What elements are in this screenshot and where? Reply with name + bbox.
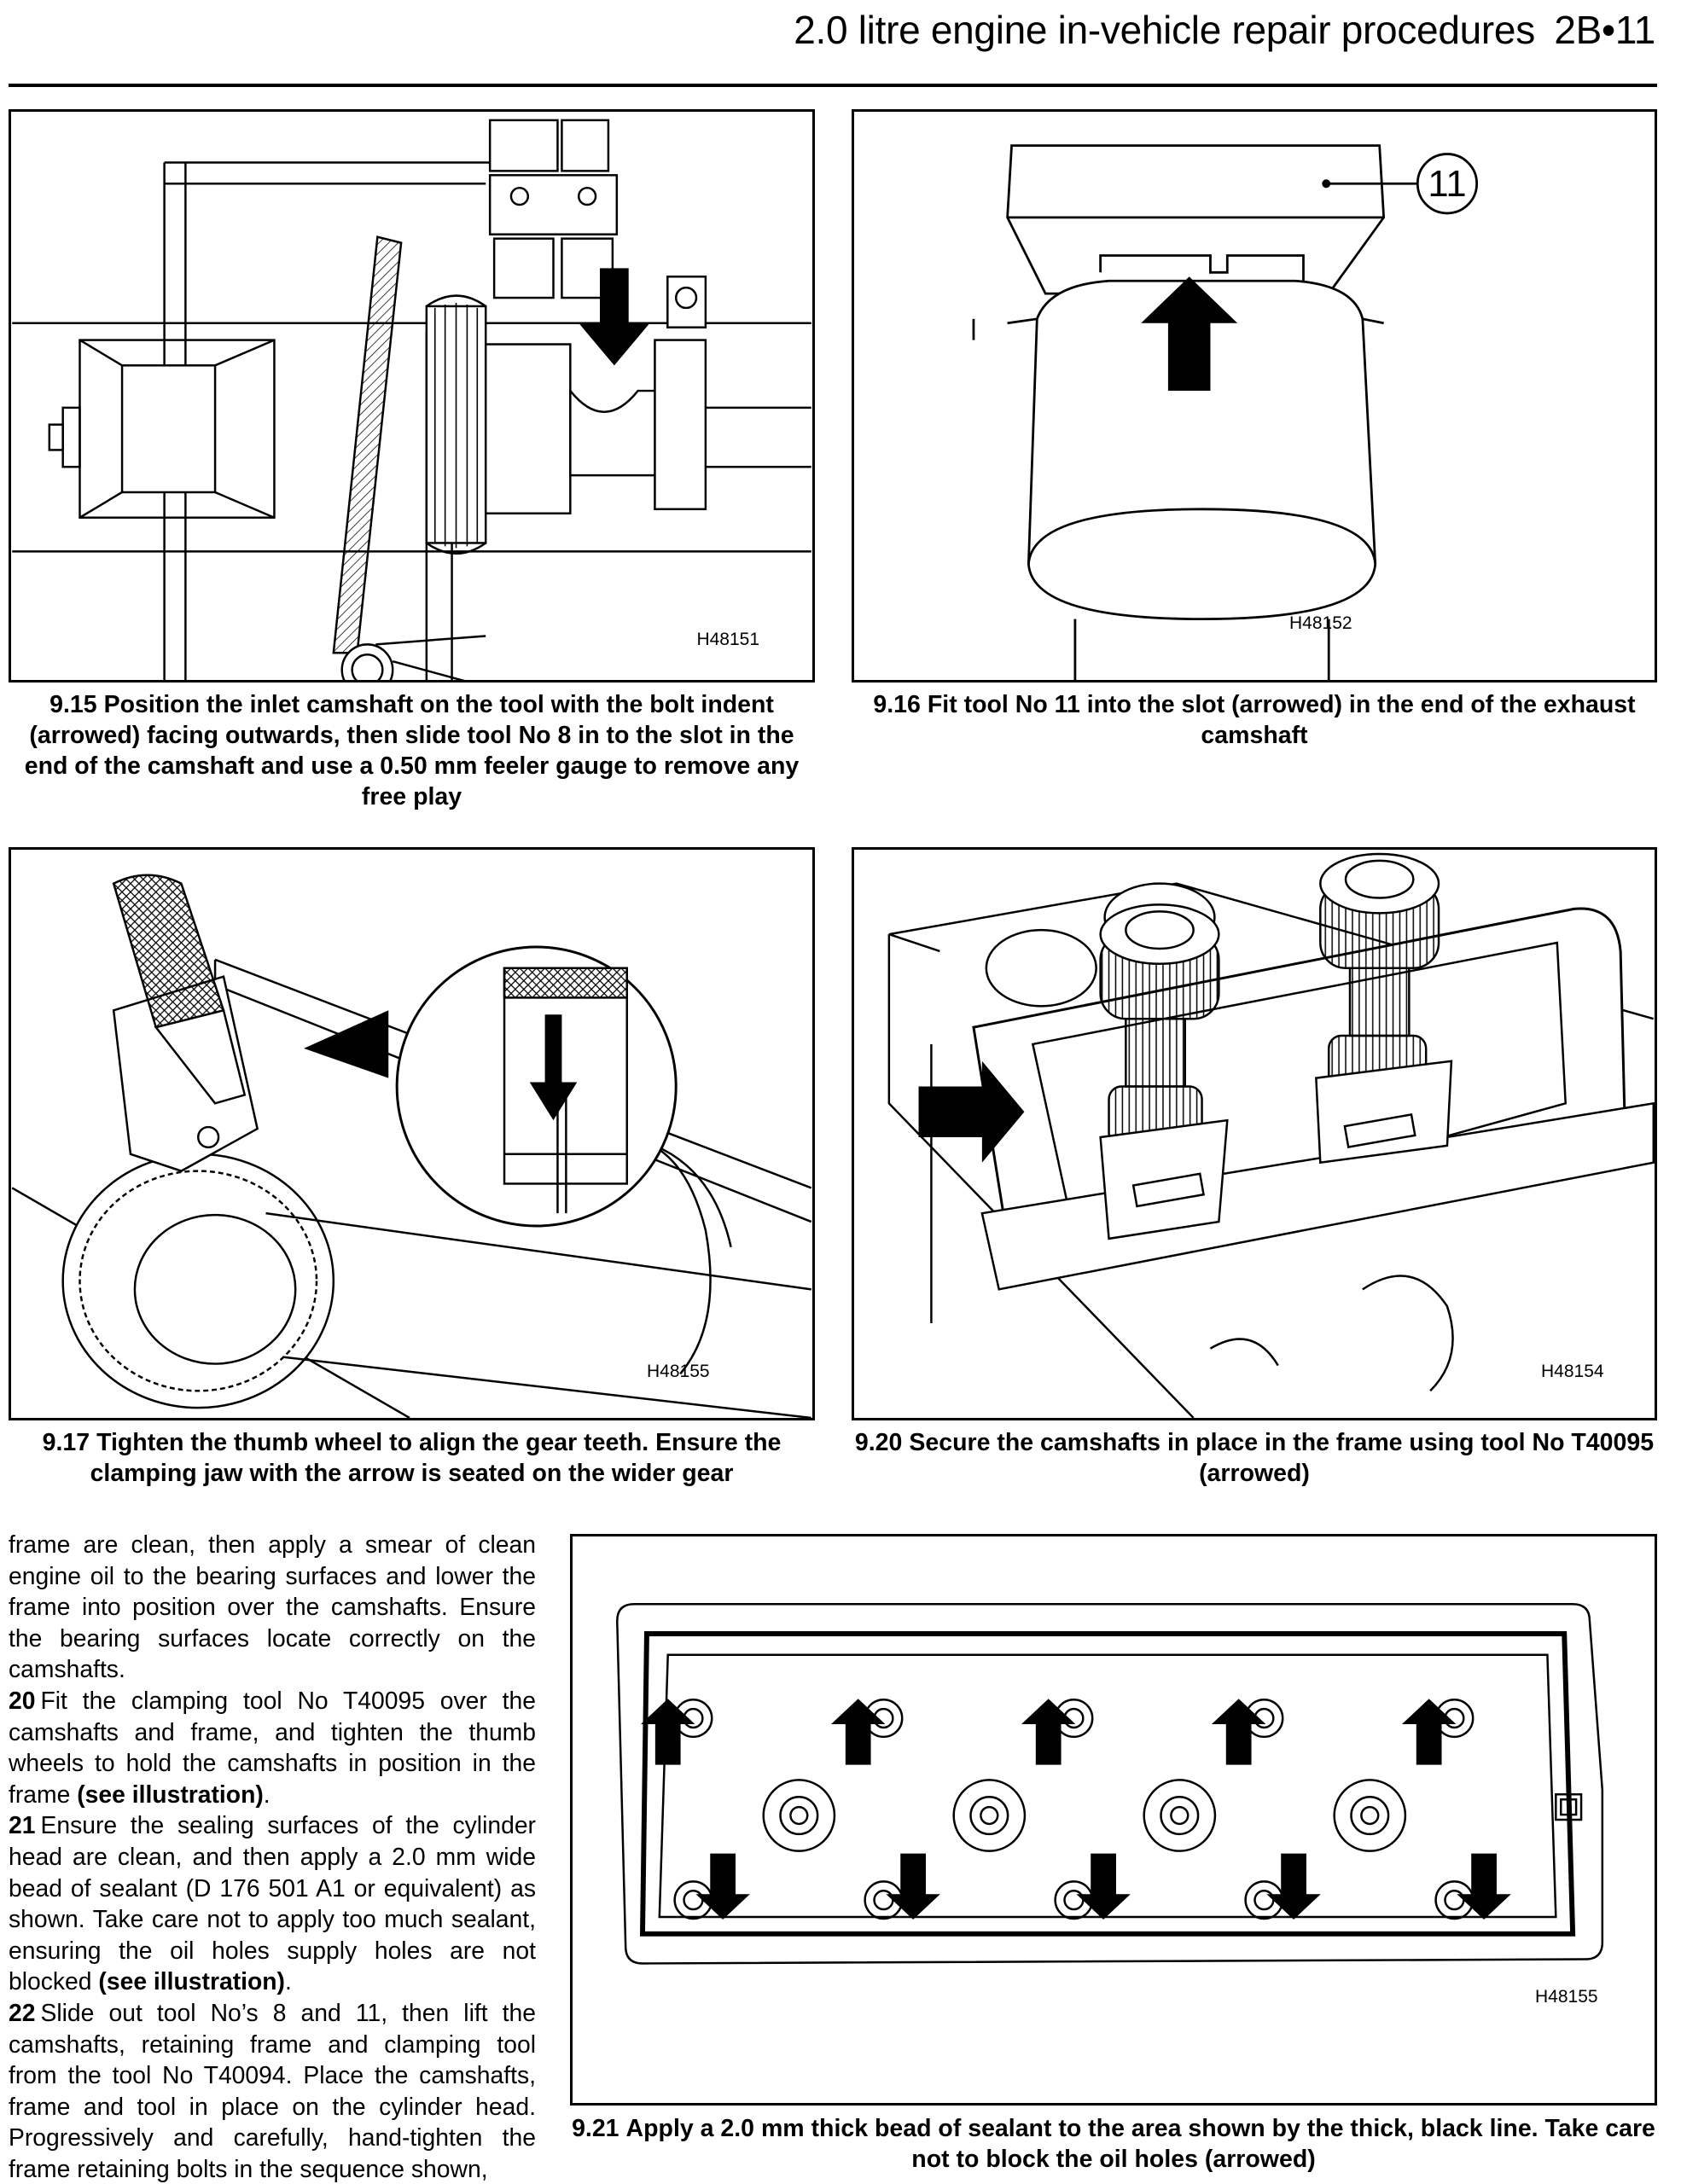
caption-number: 9.15 [49, 691, 97, 718]
callout-number: 11 [1428, 164, 1466, 205]
caption-text: Secure the camshafts in place in the fra… [909, 1429, 1655, 1487]
caption-text: Fit tool No 11 into the slot (arrowed) i… [927, 691, 1636, 749]
illustration-ref: (see illustration) [77, 1780, 264, 1808]
caption-number: 9.20 [854, 1429, 903, 1456]
caption-text: Tighten the thumb wheel to align the gea… [90, 1429, 782, 1487]
figure-9-21: H48155 [570, 1534, 1657, 2106]
step-number: 21 [9, 1811, 36, 1839]
thumb-wheel-illustration [11, 874, 812, 1418]
sealant-diagram [616, 1603, 1604, 1965]
header-title: 2.0 litre engine in-vehicle repair proce… [794, 8, 1535, 52]
step-number: 20 [9, 1686, 36, 1714]
inlet-camshaft-illustration [12, 119, 811, 680]
figure-id: H48154 [1541, 1362, 1604, 1381]
page-header: 2.0 litre engine in-vehicle repair proce… [794, 7, 1655, 53]
step-text: Ensure the sealing surfaces of the cylin… [9, 1811, 536, 1995]
caption-text: Apply a 2.0 mm thick bead of sealant to … [625, 2115, 1655, 2173]
caption-text: Position the inlet camshaft on the tool … [24, 691, 800, 810]
step-text: Slide out tool No’s 8 and 11, then lift … [9, 1998, 536, 2182]
step-number: 22 [9, 1998, 36, 2026]
paragraph-intro: frame are clean, then apply a smear of c… [9, 1531, 536, 1683]
figure-9-15: H48151 [9, 109, 815, 682]
header-rule [9, 84, 1657, 87]
body-text: frame are clean, then apply a smear of c… [9, 1529, 536, 2184]
figure-id: H48155 [1535, 1987, 1598, 2007]
figure-9-16: 11 H48152 [852, 109, 1657, 682]
clamping-tool-illustration [887, 852, 1655, 1418]
figure-id: H48151 [696, 630, 759, 649]
illustration-ref: (see illustration) [98, 1967, 285, 1995]
caption-number: 9.21 [572, 2115, 619, 2142]
caption-number: 9.16 [873, 691, 921, 718]
page-number: 2B•11 [1554, 8, 1655, 52]
figure-id: H48152 [1289, 613, 1352, 633]
bearing-positions [673, 1699, 1583, 1920]
exhaust-camshaft-illustration: 11 [972, 144, 1479, 680]
figure-id: H48155 [647, 1362, 710, 1381]
step-text: Fit the clamping tool No T40095 over the… [9, 1686, 536, 1808]
oil-hole-arrows [641, 1699, 1511, 1920]
caption-number: 9.17 [42, 1429, 90, 1456]
figure-9-20: H48154 [852, 847, 1657, 1420]
figure-9-17: H48155 [9, 847, 815, 1420]
